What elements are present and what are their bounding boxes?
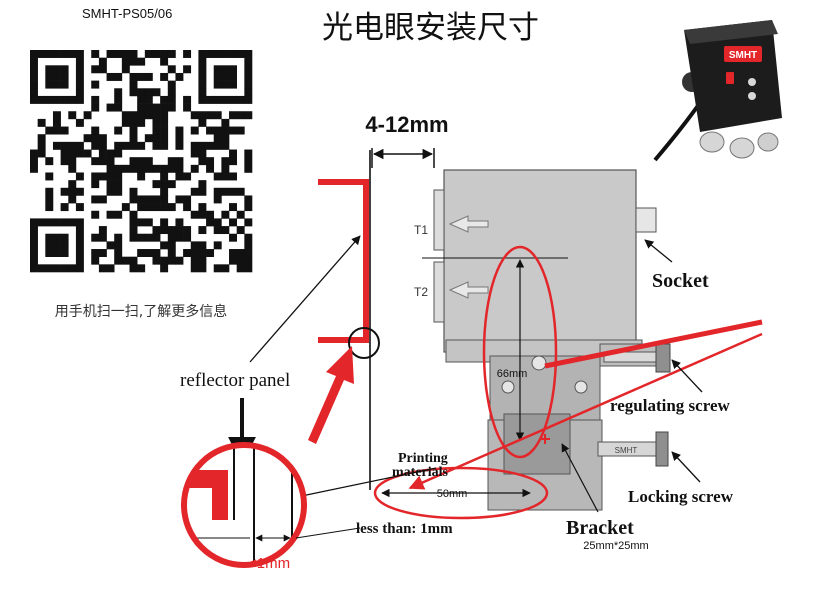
device-knob-left bbox=[699, 131, 725, 153]
qr-code bbox=[30, 50, 253, 273]
zoom-marker-circle bbox=[348, 327, 380, 359]
zoom-arrow bbox=[308, 346, 354, 444]
reflector-panel-shape bbox=[318, 179, 369, 343]
width-highlight-ellipse bbox=[373, 466, 549, 520]
locking-screw-leader bbox=[671, 451, 701, 483]
bracket-hole-right bbox=[574, 380, 588, 394]
locking-screw bbox=[597, 431, 669, 467]
height-dimension-label: 66mm bbox=[497, 368, 528, 380]
height-highlight-ellipse bbox=[482, 245, 558, 459]
regulating-screw bbox=[603, 343, 671, 373]
printing-materials-label-line2: materials bbox=[392, 465, 449, 480]
device-led bbox=[726, 72, 734, 84]
t2-label: T2 bbox=[414, 285, 428, 299]
width-dimension-label: 50mm bbox=[437, 488, 468, 500]
bracket-hole-top bbox=[531, 355, 547, 371]
device-brand-label: SMHT bbox=[729, 50, 757, 61]
bracket-hole-left bbox=[501, 380, 515, 394]
printing-materials-leader bbox=[291, 467, 437, 499]
bracket-leader bbox=[561, 443, 599, 513]
page-title: 光电眼安装尺寸 bbox=[322, 10, 539, 46]
device-button-up bbox=[748, 78, 756, 86]
red-pointer-lower bbox=[408, 332, 763, 490]
gap-dimension-label: 4-12mm bbox=[365, 112, 448, 137]
zoom-detail bbox=[181, 442, 307, 568]
socket-leader bbox=[644, 239, 673, 263]
device-knob-right bbox=[757, 132, 779, 152]
printing-materials-label-line1: Printing bbox=[398, 451, 448, 466]
t1-arrow bbox=[448, 215, 489, 233]
device-button-down bbox=[748, 92, 756, 100]
sensor-socket bbox=[635, 207, 657, 233]
zoom-gap-label: <1mm bbox=[248, 555, 290, 572]
device-knob-center bbox=[729, 137, 755, 159]
reflector-panel-label: reflector panel bbox=[180, 370, 290, 391]
sensor-body bbox=[422, 169, 657, 367]
regulating-screw-label: regulating screw bbox=[610, 396, 730, 415]
t2-arrow bbox=[448, 281, 489, 299]
reflector-panel-leader bbox=[249, 235, 361, 363]
sensor-t1-window bbox=[433, 189, 445, 251]
locking-screw-label: Locking screw bbox=[628, 487, 734, 506]
qr-modules bbox=[30, 50, 253, 273]
device-photo: SMHT bbox=[653, 20, 782, 162]
bracket-size-label: 25mm*25mm bbox=[583, 540, 648, 552]
bracket-label: Bracket bbox=[566, 517, 634, 539]
qr-caption: 用手机扫一扫,了解更多信息 bbox=[55, 303, 227, 320]
socket-label: Socket bbox=[652, 270, 709, 292]
t1-label: T1 bbox=[414, 223, 428, 237]
device-display bbox=[724, 46, 762, 62]
red-pointer-upper bbox=[544, 319, 763, 369]
screw-brand-label: SMHT bbox=[615, 446, 638, 455]
regulating-screw-leader bbox=[671, 359, 703, 393]
less-than-label: less than: 1mm bbox=[356, 521, 453, 537]
device-cable bbox=[653, 98, 704, 162]
sensor-t2-window bbox=[433, 261, 445, 323]
model-code: SMHT-PS05/06 bbox=[82, 6, 172, 21]
